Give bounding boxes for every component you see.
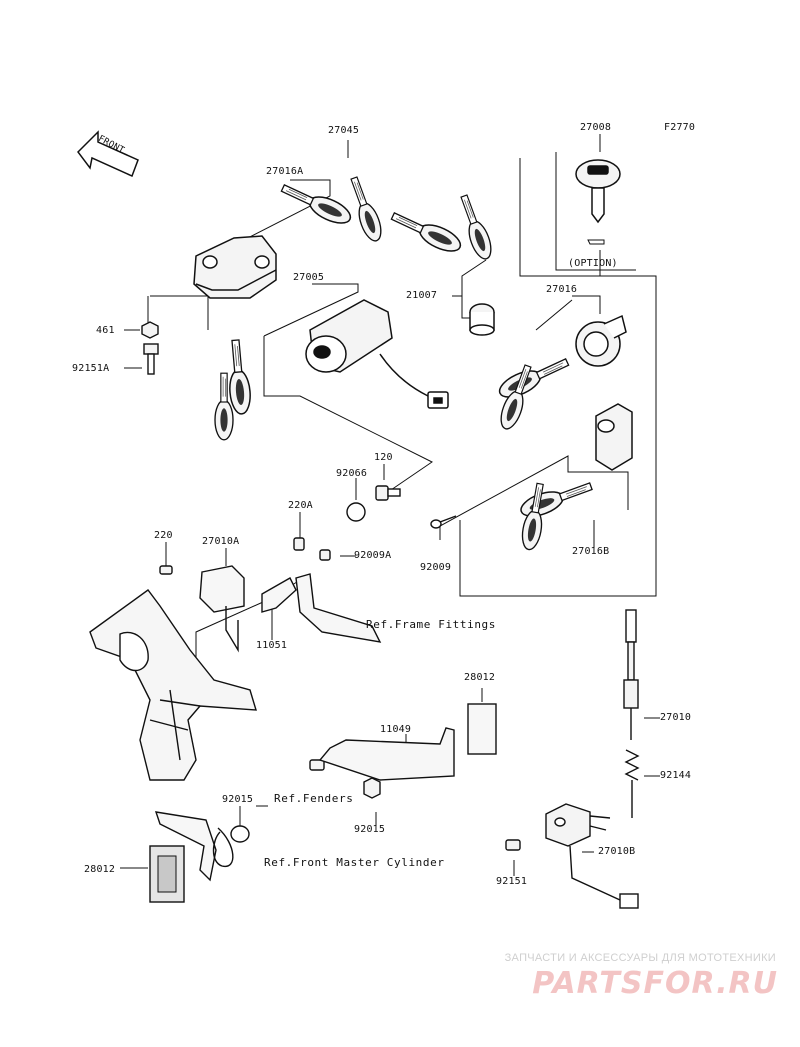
part-label-21007: 21007 xyxy=(406,290,438,301)
part-label-92066: 92066 xyxy=(336,468,368,479)
bolt-fenders xyxy=(309,759,325,771)
part-label-220A: 220A xyxy=(288,500,313,511)
seat-lock xyxy=(595,403,633,471)
part-label-27016B: 27016B xyxy=(572,546,610,557)
bolt-220 xyxy=(159,565,173,575)
fuel-cap-lock xyxy=(575,314,627,367)
key-icon xyxy=(344,174,386,245)
stop-switch-27010B xyxy=(545,803,639,909)
screw-92009 xyxy=(430,515,457,529)
frame-fitting-bracket xyxy=(295,573,382,643)
part-label-461: 461 xyxy=(96,325,115,336)
bracket-11049 xyxy=(318,727,455,781)
bolt-220A xyxy=(293,537,305,551)
bracket-11051 xyxy=(261,577,297,613)
bracket-27010A xyxy=(199,565,245,613)
part-label-27010A: 27010A xyxy=(202,536,240,547)
screw-120 xyxy=(375,485,401,501)
bracket-front-master xyxy=(154,811,217,882)
reflector-28012-right xyxy=(467,703,497,755)
nut-461 xyxy=(141,321,159,339)
spring-92144 xyxy=(624,749,640,781)
ref-front-master-cylinder: Ref.Front Master Cylinder xyxy=(264,856,445,869)
option-key-icon xyxy=(575,159,621,245)
part-label-28012-right: 28012 xyxy=(464,672,496,683)
option-label: (OPTION) xyxy=(568,258,618,269)
frame-section xyxy=(89,589,257,781)
bolt-92151A xyxy=(143,343,159,375)
bolt-92151 xyxy=(505,839,521,851)
stop-switch-27010 xyxy=(623,609,639,740)
ignition-switch-body xyxy=(305,299,449,409)
collar-92015-left xyxy=(230,825,250,843)
ignition-switch-cover xyxy=(193,235,277,299)
part-label-220: 220 xyxy=(154,530,173,541)
part-label-27010: 27010 xyxy=(660,712,692,723)
part-label-28012-left: 28012 xyxy=(84,864,116,875)
watermark-tagline: ЗАПЧАСТИ И АКСЕССУАРЫ ДЛЯ МОТОТЕХНИКИ xyxy=(504,952,776,964)
part-label-11051: 11051 xyxy=(256,640,288,651)
key-icon xyxy=(495,352,573,404)
part-label-92151A: 92151A xyxy=(72,363,110,374)
bolt-92009A xyxy=(319,549,331,561)
part-label-27010B: 27010B xyxy=(598,846,636,857)
key-icon xyxy=(454,192,496,263)
part-label-92009: 92009 xyxy=(420,562,452,573)
key-icon xyxy=(277,178,355,230)
part-label-27045: 27045 xyxy=(328,125,360,136)
front-arrow-icon xyxy=(77,130,139,178)
ref-fenders: Ref.Fenders xyxy=(274,792,354,805)
ref-frame-fittings: Ref.Frame Fittings xyxy=(366,618,497,631)
part-label-92144: 92144 xyxy=(660,770,692,781)
part-label-92151: 92151 xyxy=(496,876,528,887)
part-label-27008: 27008 xyxy=(580,122,612,133)
key-icon xyxy=(387,206,465,258)
part-label-120: 120 xyxy=(374,452,393,463)
part-label-11049: 11049 xyxy=(380,724,412,735)
part-label-92009A: 92009A xyxy=(354,550,392,561)
part-label-27016: 27016 xyxy=(546,284,578,295)
watermark-logo: PARTSFOR.RU xyxy=(532,966,778,1001)
nut-92015-right xyxy=(363,777,381,799)
part-label-27016A: 27016A xyxy=(266,166,304,177)
figure-code: F2770 xyxy=(664,122,696,133)
cap-92066 xyxy=(346,502,366,522)
part-label-27005: 27005 xyxy=(293,272,325,283)
part-label-92015-left: 92015 xyxy=(222,794,254,805)
part-label-92015-right: 92015 xyxy=(354,824,386,835)
lock-cylinder xyxy=(469,303,495,336)
